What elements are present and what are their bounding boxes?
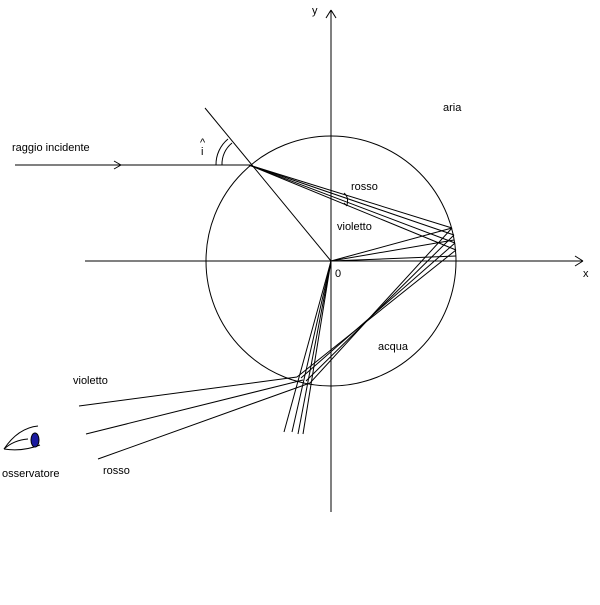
reflected-rays <box>296 227 457 384</box>
rosso-pointer <box>343 192 349 206</box>
incident-ray <box>15 160 249 170</box>
air-label: aria <box>443 102 462 114</box>
angle-hat-label: ^ <box>200 137 206 149</box>
reflection-normals <box>330 227 457 262</box>
rosso-inside-label: rosso <box>351 181 378 193</box>
violetto-out-label: violetto <box>73 375 108 387</box>
origin-label: 0 <box>335 268 341 280</box>
incident-ray-label: raggio incidente <box>12 142 90 154</box>
angle-arc-outer <box>215 138 229 166</box>
violetto-inside-label: violetto <box>337 221 372 233</box>
emerging-rays <box>78 376 311 460</box>
angle-label: i <box>201 146 203 158</box>
normal-line <box>204 107 332 262</box>
angle-arc-inner <box>221 142 233 166</box>
observer-label: osservatore <box>2 468 59 480</box>
eye-icon <box>3 425 41 451</box>
rosso-out-label: rosso <box>103 465 130 477</box>
axis-x-label: x <box>583 268 589 280</box>
water-label: acqua <box>378 341 409 353</box>
exit-normals <box>283 260 332 435</box>
axis-y-label: y <box>312 5 318 17</box>
rosso-pointer-tip <box>343 202 348 207</box>
refracted-rays <box>248 164 457 251</box>
